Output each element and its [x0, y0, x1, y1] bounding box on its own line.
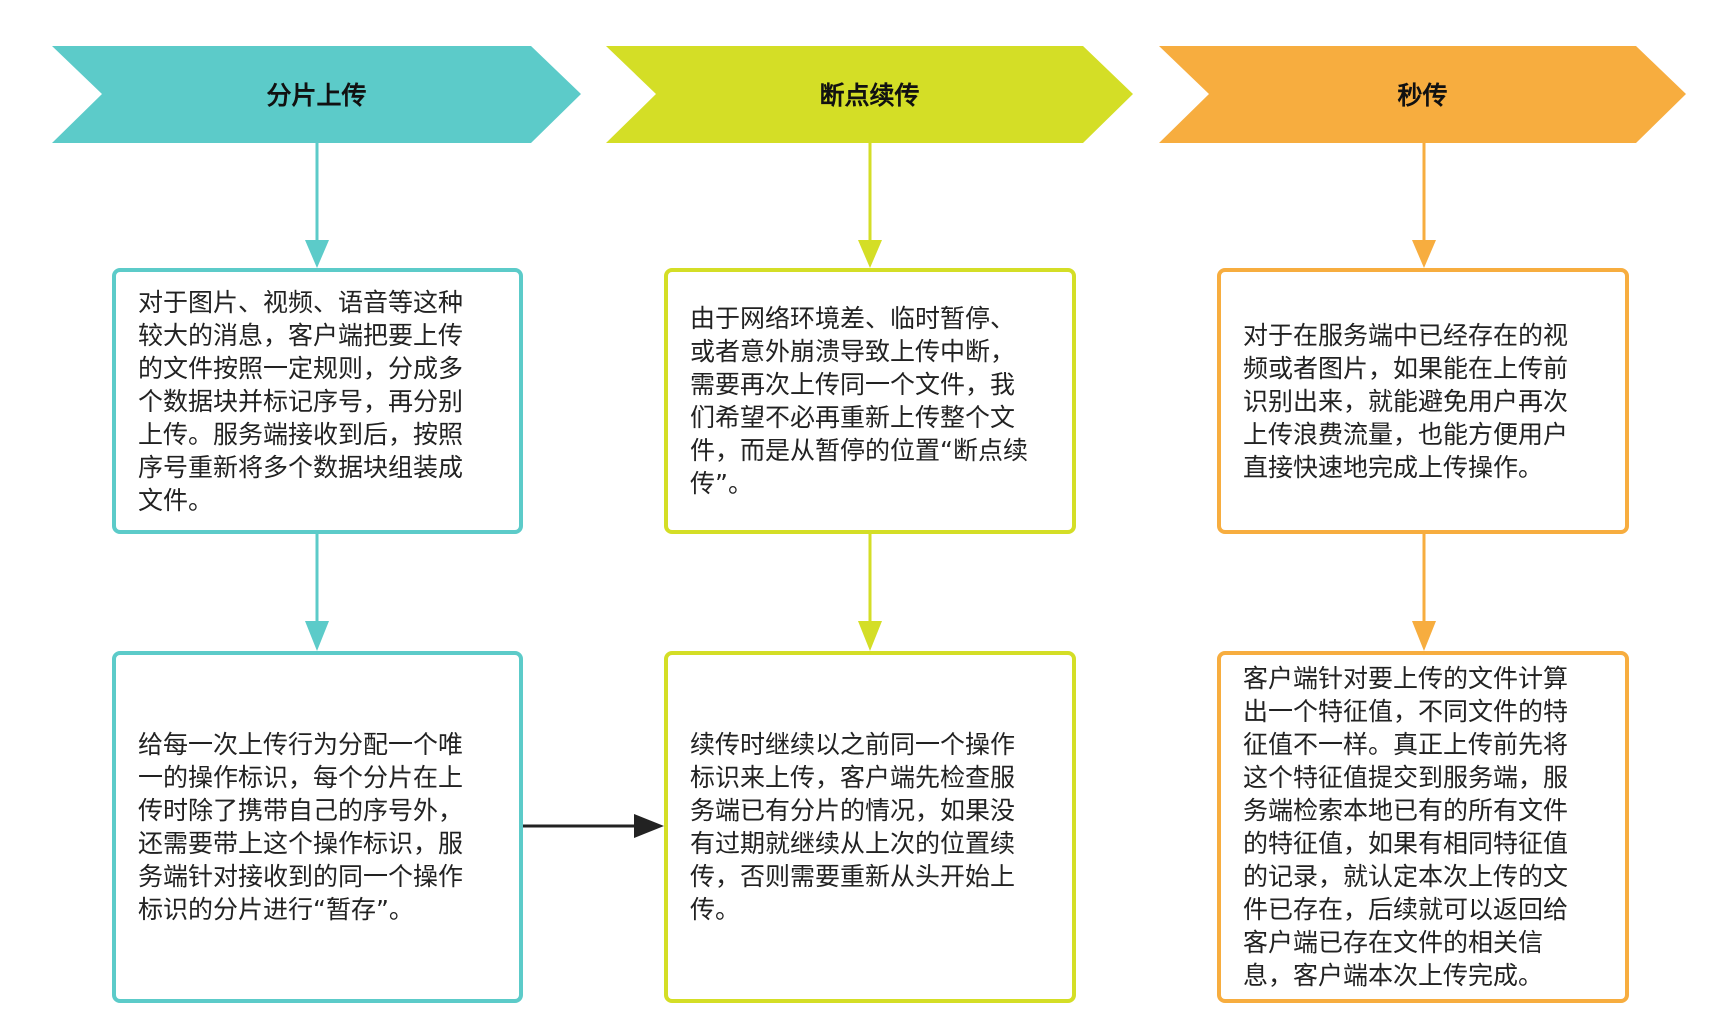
arrowhead	[858, 240, 882, 268]
arrowhead	[634, 814, 664, 838]
chevron-duandian	[606, 46, 1133, 143]
arrowhead	[1412, 240, 1436, 268]
detail-text: 客户端针对要上传的文件计算 出一个特征值，不同文件的特 征值不一样。真正上传前先…	[1243, 664, 1569, 990]
column-title: 断点续传	[819, 81, 920, 110]
arrowhead	[305, 240, 329, 268]
arrowhead	[858, 621, 882, 651]
column-title: 分片上传	[266, 81, 367, 110]
description-text: 对于图片、视频、语音等这种 较大的消息，客户端把要上传 的文件按照一定规则，分成…	[138, 287, 464, 515]
description-box: 对于在服务端中已经存在的视 频或者图片，如果能在上传前 识别出来，就能避免用户再…	[1217, 268, 1629, 534]
chevron-miaochuan	[1159, 46, 1686, 143]
description-text: 对于在服务端中已经存在的视 频或者图片，如果能在上传前 识别出来，就能避免用户再…	[1243, 320, 1569, 482]
arrowhead	[1412, 621, 1436, 651]
description-box: 由于网络环境差、临时暂停、 或者意外崩溃导致上传中断， 需要再次上传同一个文件，…	[664, 268, 1076, 534]
column-title: 秒传	[1397, 81, 1448, 110]
detail-text: 给每一次上传行为分配一个唯 一的操作标识，每个分片在上 传时除了携带自己的序号外…	[138, 730, 464, 924]
detail-text: 续传时继续以之前同一个操作 标识来上传，客户端先检查服 务端已有分片的情况，如果…	[690, 730, 1016, 924]
chevron-fenpian	[52, 46, 581, 143]
detail-box: 续传时继续以之前同一个操作 标识来上传，客户端先检查服 务端已有分片的情况，如果…	[664, 651, 1076, 1003]
description-text: 由于网络环境差、临时暂停、 或者意外崩溃导致上传中断， 需要再次上传同一个文件，…	[690, 304, 1028, 498]
arrowhead	[305, 621, 329, 651]
detail-box: 客户端针对要上传的文件计算 出一个特征值，不同文件的特 征值不一样。真正上传前先…	[1217, 651, 1629, 1003]
detail-box: 给每一次上传行为分配一个唯 一的操作标识，每个分片在上 传时除了携带自己的序号外…	[112, 651, 523, 1003]
description-box: 对于图片、视频、语音等这种 较大的消息，客户端把要上传 的文件按照一定规则，分成…	[112, 268, 523, 534]
